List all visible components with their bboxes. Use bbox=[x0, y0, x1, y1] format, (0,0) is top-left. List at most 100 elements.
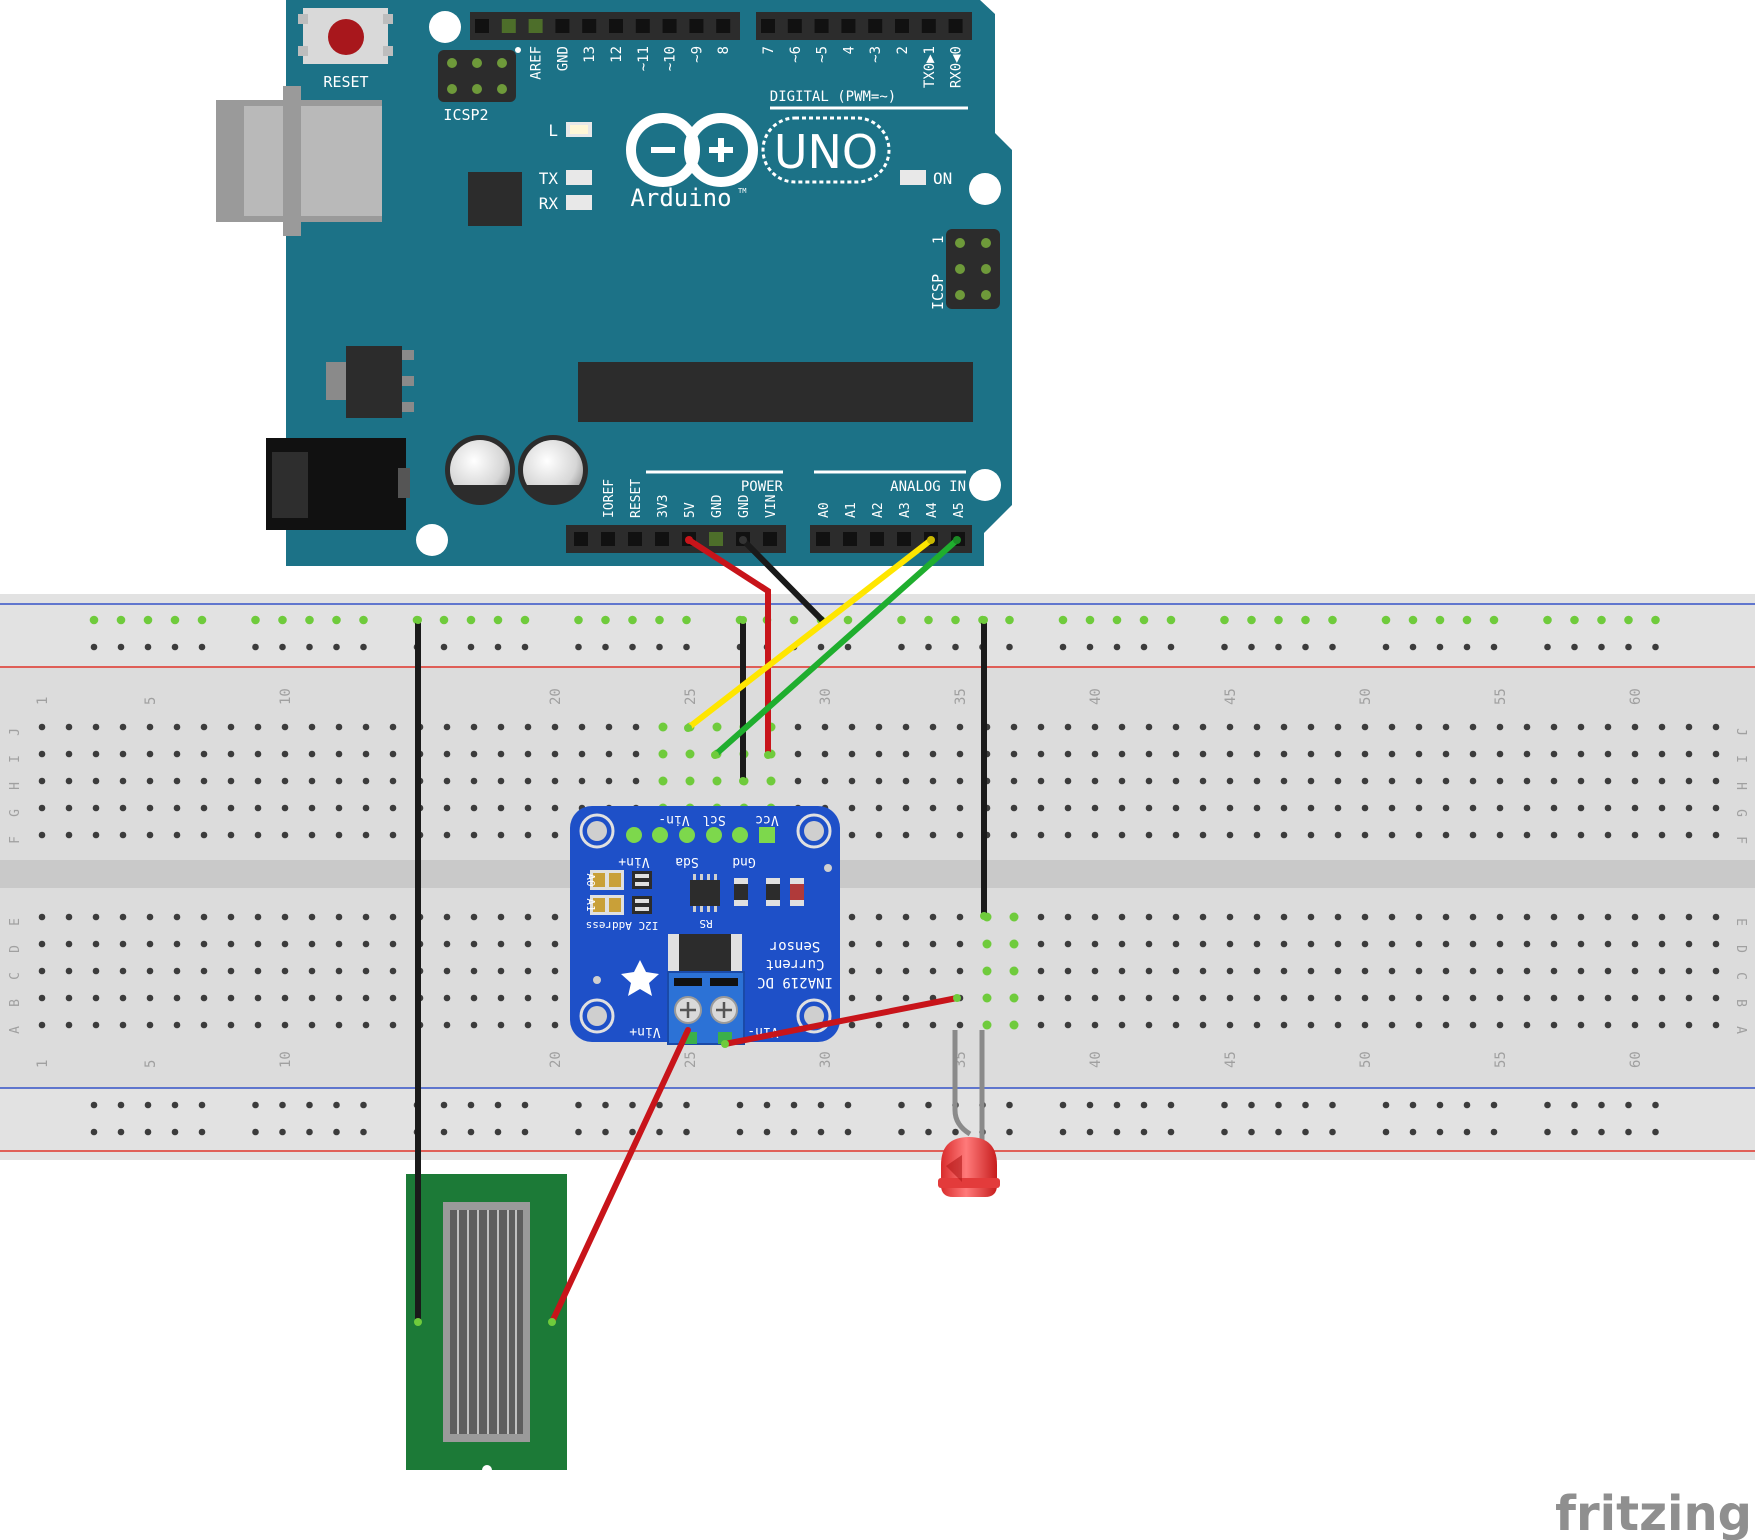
breadboard-hole bbox=[1712, 804, 1720, 812]
pin-socket bbox=[709, 532, 723, 546]
rail-hole bbox=[1167, 1128, 1175, 1136]
pin-socket bbox=[501, 19, 516, 33]
breadboard-hole bbox=[443, 994, 451, 1002]
breadboard-hole bbox=[65, 940, 73, 948]
breadboard-hole bbox=[281, 1021, 289, 1029]
rail-hole bbox=[90, 1128, 98, 1136]
breadboard-hole bbox=[1442, 1021, 1450, 1029]
breadboard-hole bbox=[1280, 913, 1288, 921]
breadboard-hole bbox=[848, 940, 856, 948]
rail-hole bbox=[144, 1101, 152, 1109]
usb-connector bbox=[216, 86, 382, 236]
breadboard-hole bbox=[146, 994, 154, 1002]
breadboard-hole bbox=[1523, 967, 1531, 975]
breadboard-hole bbox=[281, 967, 289, 975]
column-label: 35 bbox=[953, 688, 969, 705]
rail-hole bbox=[1544, 1101, 1551, 1109]
breadboard-hole bbox=[1307, 777, 1315, 785]
breadboard-hole bbox=[146, 940, 154, 948]
breadboard-hole bbox=[92, 967, 100, 975]
column-label: 40 bbox=[1088, 688, 1104, 705]
breadboard-hole bbox=[1469, 777, 1477, 785]
breadboard-hole bbox=[982, 939, 992, 949]
breadboard-hole bbox=[1037, 967, 1045, 975]
breadboard-hole bbox=[1415, 913, 1423, 921]
breadboard-hole bbox=[1469, 750, 1477, 758]
rail-hole bbox=[925, 643, 932, 651]
rail-hole bbox=[1571, 643, 1578, 651]
breadboard-hole bbox=[1523, 1021, 1531, 1029]
rail-hole bbox=[656, 643, 663, 651]
breadboard-hole bbox=[119, 940, 127, 948]
breadboard-hole bbox=[1334, 1021, 1342, 1029]
pin-socket bbox=[814, 19, 829, 33]
breadboard-hole bbox=[470, 967, 478, 975]
digital-pin-label: 2 bbox=[895, 46, 911, 54]
pin-socket bbox=[870, 532, 884, 546]
terminal-block[interactable] bbox=[667, 971, 745, 1045]
breadboard-hole bbox=[1361, 967, 1369, 975]
ina219-chip bbox=[690, 874, 720, 912]
rail-hole bbox=[89, 615, 99, 625]
breadboard-hole bbox=[605, 777, 613, 785]
breadboard-hole bbox=[1037, 777, 1045, 785]
column-label: 1 bbox=[35, 697, 51, 705]
power-analog-pin-sockets bbox=[574, 532, 965, 546]
power-pin-label: 3V3 bbox=[656, 495, 671, 518]
breadboard-hole bbox=[605, 723, 613, 731]
breadboard-hole bbox=[712, 776, 722, 786]
breadboard-hole bbox=[470, 723, 478, 731]
rail-hole bbox=[439, 615, 449, 625]
breadboard-hole bbox=[524, 1021, 532, 1029]
breadboard-hole bbox=[956, 831, 964, 839]
breadboard-hole bbox=[200, 723, 208, 731]
breadboard-hole bbox=[308, 940, 316, 948]
power-pin-label: VIN bbox=[764, 495, 779, 518]
breadboard-hole bbox=[1496, 777, 1504, 785]
analog-pin-label: A4 bbox=[925, 502, 940, 518]
breadboard-hole bbox=[1415, 777, 1423, 785]
sensor-title: INA219 DC Current Sensor bbox=[757, 938, 833, 990]
rail-hole bbox=[1571, 1128, 1578, 1136]
logo-model: UNO bbox=[774, 125, 878, 179]
breadboard-hole bbox=[1415, 723, 1423, 731]
breadboard-hole bbox=[92, 804, 100, 812]
breadboard-hole bbox=[1145, 831, 1153, 839]
breadboard-hole bbox=[200, 777, 208, 785]
breadboard-hole bbox=[1064, 750, 1072, 758]
rail-hole bbox=[656, 1128, 663, 1136]
breadboard-hole bbox=[1712, 940, 1720, 948]
row-label: H bbox=[8, 782, 23, 790]
led-tx-label: TX bbox=[539, 169, 559, 188]
breadboard-hole bbox=[794, 723, 802, 731]
breadboard-hole bbox=[65, 804, 73, 812]
breadboard-hole bbox=[146, 967, 154, 975]
breadboard-hole bbox=[65, 777, 73, 785]
pin-label: Vcc bbox=[755, 812, 778, 827]
breadboard-hole bbox=[875, 994, 883, 1002]
breadboard-hole bbox=[173, 831, 181, 839]
breadboard-hole bbox=[1145, 750, 1153, 758]
rail-hole bbox=[440, 1101, 448, 1109]
led-on bbox=[900, 170, 926, 185]
rail-hole bbox=[1274, 615, 1283, 625]
breadboard-hole bbox=[1415, 1021, 1423, 1029]
breadboard-hole bbox=[1712, 994, 1720, 1002]
rail-hole bbox=[1113, 643, 1121, 651]
breadboard-hole bbox=[227, 723, 235, 731]
breadboard-hole bbox=[1118, 777, 1126, 785]
capacitor bbox=[518, 435, 588, 505]
breadboard-hole bbox=[1577, 723, 1585, 731]
breadboard-hole bbox=[1307, 804, 1315, 812]
breadboard-hole bbox=[1118, 967, 1126, 975]
breadboard-hole bbox=[1064, 940, 1072, 948]
breadboard-hole bbox=[1658, 913, 1666, 921]
capacitor bbox=[445, 435, 515, 505]
rail-hole bbox=[171, 1101, 179, 1109]
breadboard-hole bbox=[875, 1021, 883, 1029]
breadboard-hole bbox=[1280, 940, 1288, 948]
rail-hole bbox=[925, 1128, 932, 1136]
breadboard-hole bbox=[929, 967, 937, 975]
reset-button[interactable] bbox=[298, 8, 393, 64]
breadboard-hole bbox=[1064, 831, 1072, 839]
